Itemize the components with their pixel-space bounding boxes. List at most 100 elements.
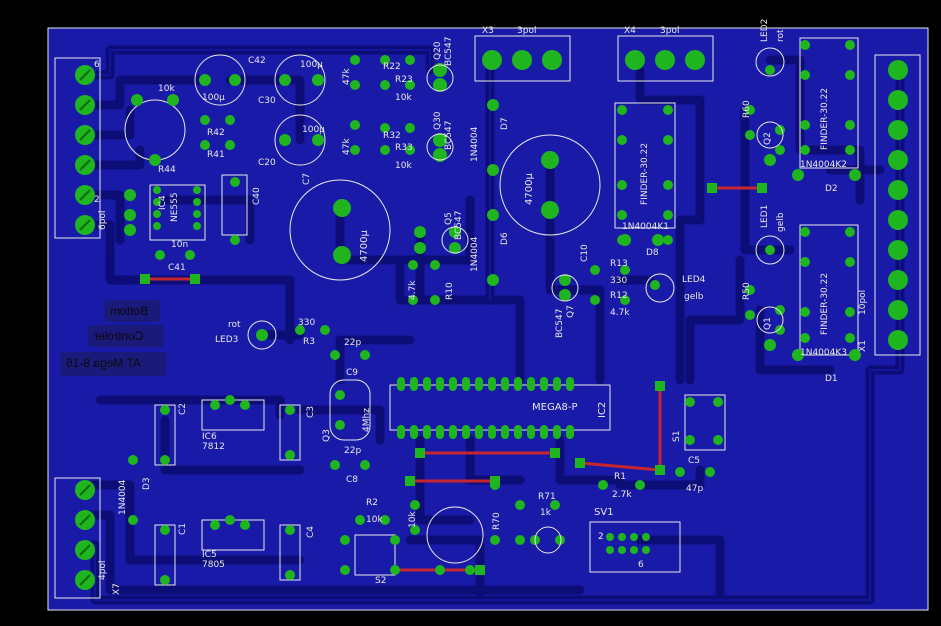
ic4-type: NE555 — [170, 192, 180, 222]
r3-label: R3 — [303, 337, 315, 347]
r71-value: 1k — [540, 508, 551, 518]
r12-value: 4.7k — [610, 308, 630, 318]
r31-value: 47k — [342, 138, 352, 155]
x4-label: X4 — [624, 26, 636, 36]
led2-label: LED2 — [760, 18, 770, 42]
bottom-text-2: Controler — [94, 329, 144, 343]
x5-pol-label: 6pol — [98, 210, 108, 230]
c8-label: C8 — [346, 475, 359, 485]
terminal-block-x5 — [54, 57, 101, 239]
x5-pin-2: 2 — [94, 195, 100, 205]
c-4700-value: 4700µ — [524, 173, 535, 205]
c7-label: C7 — [302, 172, 312, 185]
mega8-name: MEGA8-P — [532, 402, 578, 413]
r10-value: 4.7k — [408, 280, 418, 300]
x7-pol-label: 4pol — [98, 560, 108, 580]
c3-label: C3 — [306, 405, 316, 418]
c9-label: C9 — [346, 368, 359, 378]
r60-label: R60 — [742, 100, 752, 118]
r2-value: 10k — [366, 515, 383, 525]
r21-value: 47k — [342, 68, 352, 85]
r32-label: R32 — [383, 131, 401, 141]
r33-value: 10k — [395, 161, 412, 171]
d6-label: D6 — [500, 232, 510, 245]
r12-label: R12 — [610, 291, 628, 301]
r10-label: R10 — [445, 282, 455, 300]
r70-label: R70 — [492, 512, 502, 530]
terminal-block-x4 — [617, 35, 714, 82]
mega8-pins — [397, 377, 574, 439]
led3-label: LED3 — [215, 335, 239, 345]
d3-label: D3 — [142, 477, 152, 490]
r71-label: R71 — [538, 492, 556, 502]
s1-label: S1 — [672, 430, 682, 442]
q3-value: 4Mhz — [362, 408, 372, 432]
sv1-label: SV1 — [594, 507, 614, 518]
ic4-label: IC4 — [158, 195, 168, 210]
relay-k1-label: FINDER-30.22 — [640, 142, 650, 205]
r13-value: 330 — [610, 276, 628, 286]
c20-value: 100µ — [302, 125, 325, 135]
q20-label: Q20 — [433, 41, 443, 60]
r42-label: R42 — [207, 128, 225, 138]
x7-label: X7 — [112, 583, 122, 595]
bottom-text-bg-3 — [60, 352, 166, 376]
ic5-label: IC5 — [202, 550, 217, 560]
x1-pol-label: 10pol — [858, 289, 868, 315]
d2-value: 1N4004K2 — [800, 160, 847, 170]
c42-value: 100µ — [202, 93, 225, 103]
q5-label: Q5 — [444, 212, 454, 225]
r23-label: R23 — [395, 75, 413, 85]
led4-label: LED4 — [682, 275, 706, 285]
r44-label: R44 — [158, 165, 176, 175]
r33-label: R33 — [395, 143, 413, 153]
relay-k3-label: FINDER-30.22 — [820, 272, 830, 335]
ic5-type: 7805 — [202, 560, 225, 570]
led1-color: gelb — [776, 212, 786, 232]
d2-label: D2 — [825, 184, 838, 194]
c30-label: C30 — [258, 96, 276, 106]
c5-label: C5 — [688, 456, 701, 466]
sv1-pin-6: 6 — [638, 560, 644, 570]
d3-value: 1N4004 — [118, 479, 128, 515]
d1-label: D1 — [825, 374, 838, 384]
led3-color: rot — [228, 320, 241, 330]
d7-label: D7 — [500, 117, 510, 130]
led2-color: rot — [776, 29, 786, 42]
r70-value: 10k — [408, 511, 418, 528]
x3-label: X3 — [482, 26, 494, 36]
q20-type: BC547 — [444, 36, 454, 66]
q2-label: Q2 — [763, 132, 773, 145]
c9-value: 22p — [344, 338, 362, 348]
x4-pol-label: 3pol — [660, 26, 680, 36]
q5-type: BC547 — [454, 210, 464, 240]
d6-value: 1N4004 — [470, 236, 480, 272]
r50-label: R50 — [742, 282, 752, 300]
x1-label: X1 — [858, 340, 868, 352]
c30-value: 100µ — [300, 60, 323, 70]
r23-value: 10k — [395, 93, 412, 103]
square-vias — [140, 183, 767, 575]
terminal-block-x7 — [54, 477, 101, 599]
q7-label: Q7 — [566, 305, 576, 318]
pads — [124, 40, 861, 585]
q7-type: BC547 — [555, 308, 565, 338]
r1-label: R1 — [614, 472, 626, 482]
terminal-block-x3 — [474, 35, 571, 82]
s2-label: S2 — [375, 576, 387, 586]
c8-value: 22p — [344, 446, 362, 456]
bottom-text-bg-1 — [104, 300, 160, 322]
c4-label: C4 — [306, 525, 316, 538]
c20-label: C20 — [258, 158, 276, 168]
relays — [614, 37, 859, 356]
c41-value: 10n — [171, 240, 189, 250]
d1-value: 1N4004K3 — [800, 348, 847, 358]
ic6-type: 7812 — [202, 442, 225, 452]
wire-bridges — [145, 186, 762, 572]
q3-label: Q3 — [322, 429, 332, 442]
r1-value: 2.7k — [612, 490, 632, 500]
c1-label: C1 — [178, 522, 188, 535]
r2-label: R2 — [366, 498, 378, 508]
q30-type: BC547 — [444, 120, 454, 150]
q1-label: Q1 — [763, 317, 773, 330]
